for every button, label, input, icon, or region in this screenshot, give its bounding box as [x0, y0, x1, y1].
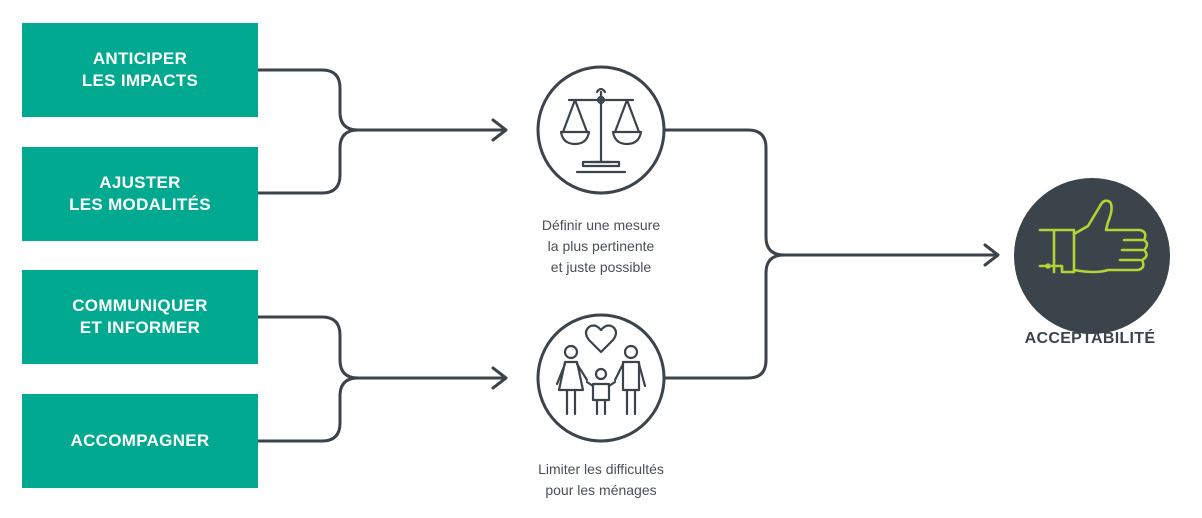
box-ajuster: AJUSTER LES MODALITÉS	[22, 147, 258, 241]
connector-scale-out	[661, 128, 786, 257]
box-ajuster-label: AJUSTER LES MODALITÉS	[69, 173, 211, 214]
box-accompagner-label: ACCOMPAGNER	[70, 431, 210, 450]
connector-ajuster	[256, 128, 360, 195]
thumbs-up-icon	[1014, 178, 1170, 334]
connector-anticiper	[256, 68, 360, 132]
box-accompagner: ACCOMPAGNER	[22, 394, 258, 488]
connector-accompagner	[256, 376, 360, 443]
box-communiquer-label: COMMUNIQUER ET INFORMER	[72, 296, 208, 337]
caption-limiter: Limiter les difficultés pour les ménages	[538, 461, 664, 498]
box-communiquer: COMMUNIQUER ET INFORMER	[22, 270, 258, 364]
arrowhead-top	[491, 118, 508, 142]
caption-definir: Définir une mesure la plus pertinente et…	[541, 217, 661, 275]
connector-communiquer	[256, 315, 360, 380]
family-heart-icon	[536, 313, 666, 443]
connector-family-out	[661, 253, 786, 380]
box-anticiper-label: ANTICIPER LES IMPACTS	[81, 49, 199, 90]
arrowhead-bottom	[491, 366, 508, 390]
balance-scale-icon	[536, 65, 666, 195]
arrowhead-result	[983, 243, 1000, 267]
result-label: ACCEPTABILITÉ	[1024, 330, 1156, 347]
box-anticiper: ANTICIPER LES IMPACTS	[22, 23, 258, 117]
